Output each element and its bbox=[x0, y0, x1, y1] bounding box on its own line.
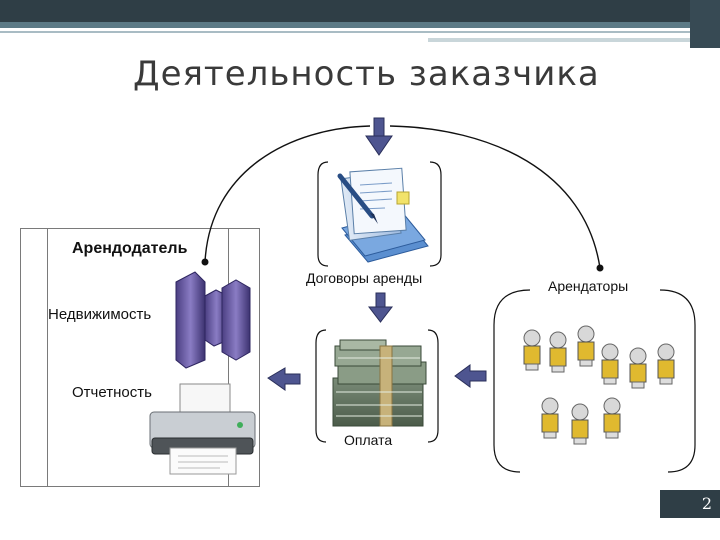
landlord-label: Арендодатель bbox=[72, 240, 188, 257]
money-stack-icon bbox=[332, 339, 427, 427]
slide-number: 2 bbox=[701, 494, 712, 513]
panel-divider-right bbox=[228, 228, 229, 486]
header-line bbox=[0, 31, 720, 33]
arrow-left-payment bbox=[267, 367, 301, 391]
printer-icon bbox=[149, 383, 256, 475]
header-accent-bar bbox=[0, 22, 720, 28]
header-corner-block bbox=[690, 0, 720, 48]
person-icon bbox=[523, 329, 541, 371]
arrow-down-top bbox=[365, 117, 393, 156]
property-label: Недвижимость bbox=[48, 306, 152, 323]
payment-frame bbox=[315, 329, 439, 443]
contracts-frame bbox=[317, 161, 442, 267]
person-icon bbox=[657, 343, 675, 385]
tenants-frame bbox=[493, 289, 696, 473]
people-group-icon bbox=[523, 325, 675, 445]
connector-dot-right bbox=[596, 264, 604, 272]
reports-label: Отчетность bbox=[72, 384, 152, 401]
slide-number-box bbox=[660, 490, 720, 518]
connector-arc-right bbox=[389, 125, 601, 269]
arrow-down-middle bbox=[367, 292, 394, 323]
payment-label: Оплата bbox=[344, 432, 393, 448]
tenants-label: Арендаторы bbox=[548, 278, 629, 294]
arrow-left-tenants bbox=[454, 364, 487, 388]
person-icon bbox=[571, 403, 589, 445]
person-icon bbox=[601, 343, 619, 385]
connector-dot-left bbox=[201, 258, 209, 266]
person-icon bbox=[629, 347, 647, 389]
documents-icon bbox=[337, 167, 429, 263]
header-light-strip bbox=[428, 38, 690, 42]
person-icon bbox=[549, 331, 567, 373]
person-icon bbox=[541, 397, 559, 439]
connector-arc-left bbox=[204, 125, 371, 263]
contracts-label: Договоры аренды bbox=[306, 270, 423, 286]
buildings-icon bbox=[175, 271, 251, 369]
header-bar bbox=[0, 0, 720, 22]
panel-divider-left bbox=[47, 228, 48, 486]
page-title: Деятельность заказчика bbox=[133, 54, 600, 94]
person-icon bbox=[577, 325, 595, 367]
person-icon bbox=[603, 397, 621, 439]
